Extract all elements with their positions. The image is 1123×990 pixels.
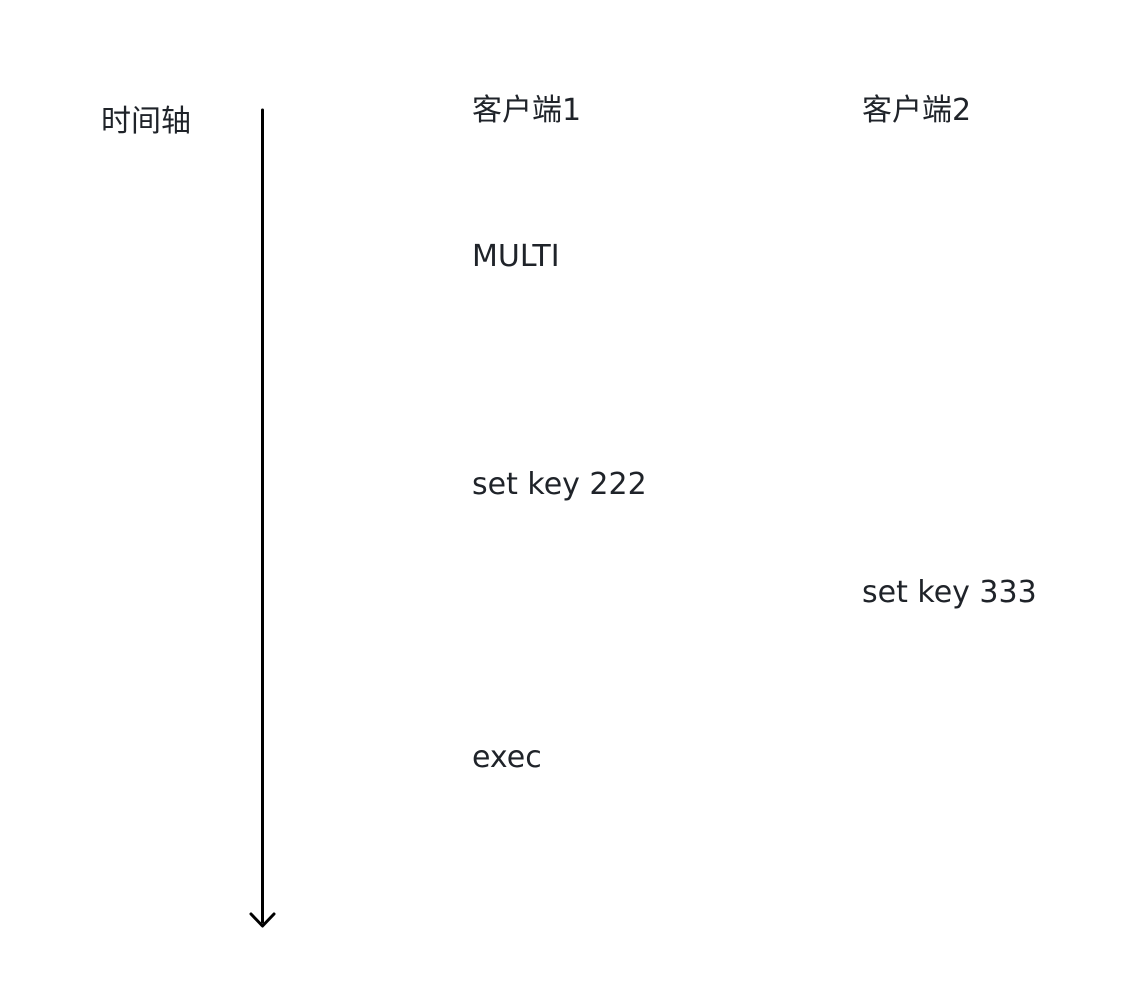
client-1-header: 客户端1 (472, 93, 582, 128)
arrow-down-icon (249, 912, 276, 928)
client-2-set-command: set key 333 (862, 575, 1037, 610)
client-1-set-command: set key 222 (472, 467, 647, 502)
timeline-axis-arrow (249, 108, 276, 928)
client-2-header: 客户端2 (862, 93, 972, 128)
client-1-exec-command: exec (472, 740, 542, 775)
timeline-label: 时间轴 (101, 104, 191, 139)
client-1-multi-command: MULTI (472, 239, 560, 274)
